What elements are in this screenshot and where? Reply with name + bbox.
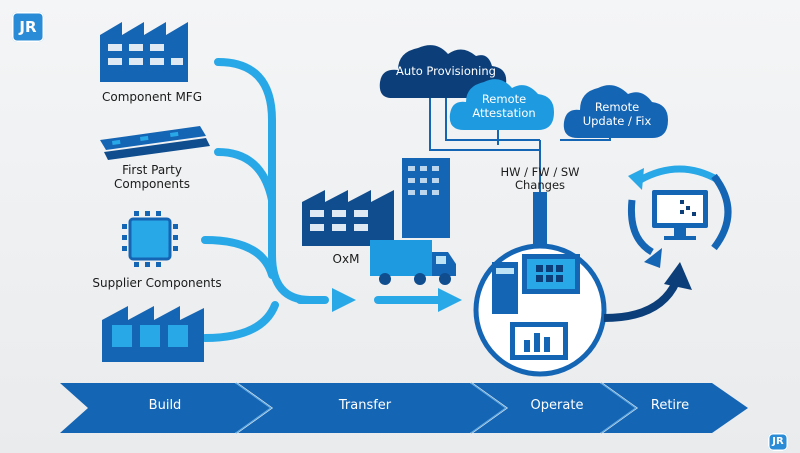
cloud-auto-provisioning-shape xyxy=(379,45,507,98)
label-first-party-2: Components xyxy=(114,177,190,191)
stage-build: Build xyxy=(148,398,182,413)
label-changes-2: Changes xyxy=(514,178,566,192)
retire-arrow-head xyxy=(664,262,692,290)
cloud-remote-update-shape xyxy=(563,85,668,138)
chevron-build xyxy=(60,383,270,433)
jr-logo-bottom: JR xyxy=(768,433,788,451)
factory-icon-bottom xyxy=(102,306,204,362)
label-component-mfg: Component MFG xyxy=(101,90,203,104)
changes-pipe xyxy=(533,192,547,256)
lifecycle-bar xyxy=(60,382,748,434)
label-changes-1: HW / FW / SW xyxy=(500,165,580,179)
stage-transfer: Transfer xyxy=(338,398,392,413)
factory-icon-component-mfg xyxy=(100,22,188,82)
chip-icon xyxy=(122,211,178,267)
cloud-remote-attestation-1: Remote xyxy=(481,92,527,106)
memory-module-icon xyxy=(100,126,210,160)
cloud-remote-attestation-2: Attestation xyxy=(472,106,536,120)
label-supplier-components: Supplier Components xyxy=(92,276,222,290)
chevron-transfer xyxy=(238,383,505,433)
chevron-retire xyxy=(603,383,748,433)
oxm-factory-icon xyxy=(302,158,450,246)
cloud-remote-attestation-shape xyxy=(449,79,554,130)
chevron-operate xyxy=(473,383,635,433)
label-first-party-1: First Party xyxy=(122,163,182,177)
stage-operate: Operate xyxy=(530,398,584,413)
stage-retire: Retire xyxy=(650,398,690,413)
cloud-remote-update-1: Remote xyxy=(594,100,640,114)
operate-to-retire-arrow xyxy=(603,280,680,322)
operate-device-icon xyxy=(473,243,607,377)
flow-arrow-head-1 xyxy=(332,288,356,312)
flow-arrow-head-2 xyxy=(438,288,462,312)
jr-logo-top: JR xyxy=(12,12,44,42)
label-oxm: OxM xyxy=(332,252,360,266)
cloud-auto-provisioning: Auto Provisioning xyxy=(396,64,496,78)
retire-recycle-icon xyxy=(627,165,732,268)
cloud-remote-update-2: Update / Fix xyxy=(582,114,652,128)
source-flow-lines xyxy=(201,58,444,342)
truck-icon xyxy=(370,240,456,285)
